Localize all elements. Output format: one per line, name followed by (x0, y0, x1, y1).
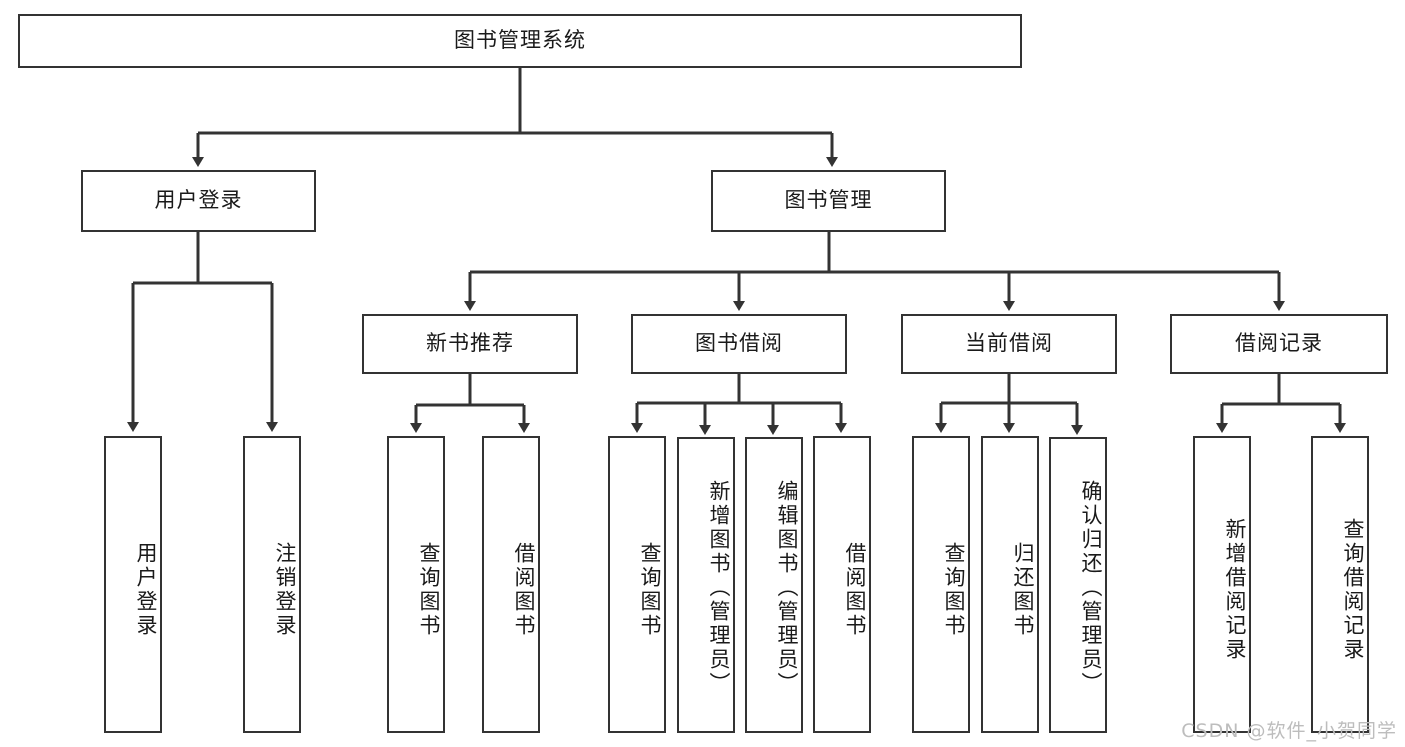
leaf-query-book-recommend[interactable]: 查询图书 (387, 436, 445, 733)
csdn-watermark: CSDN @软件_小贺同学 (1181, 720, 1397, 742)
leaf-query-book-borrow[interactable]: 查询图书 (608, 436, 666, 733)
node-new-book-recommend[interactable]: 新书推荐 (362, 314, 578, 374)
leaf-return-book[interactable]: 归还图书 (981, 436, 1039, 733)
leaf-query-borrow-record[interactable]: 查询借阅记录 (1311, 436, 1369, 733)
leaf-user-login[interactable]: 用户登录 (104, 436, 162, 733)
leaf-add-book-admin[interactable]: 新增图书（管理员） (677, 437, 735, 733)
leaf-borrow-book[interactable]: 借阅图书 (813, 436, 871, 733)
leaf-borrow-book-recommend[interactable]: 借阅图书 (482, 436, 540, 733)
node-root[interactable]: 图书管理系统 (18, 14, 1022, 68)
node-current-borrow[interactable]: 当前借阅 (901, 314, 1117, 374)
node-book-borrow[interactable]: 图书借阅 (631, 314, 847, 374)
leaf-logout[interactable]: 注销登录 (243, 436, 301, 733)
leaf-confirm-return-admin[interactable]: 确认归还（管理员） (1049, 437, 1107, 733)
leaf-edit-book-admin[interactable]: 编辑图书（管理员） (745, 437, 803, 733)
node-book-management[interactable]: 图书管理 (711, 170, 946, 232)
node-borrow-record[interactable]: 借阅记录 (1170, 314, 1388, 374)
leaf-query-book-current[interactable]: 查询图书 (912, 436, 970, 733)
node-user-login[interactable]: 用户登录 (81, 170, 316, 232)
leaf-add-borrow-record[interactable]: 新增借阅记录 (1193, 436, 1251, 733)
